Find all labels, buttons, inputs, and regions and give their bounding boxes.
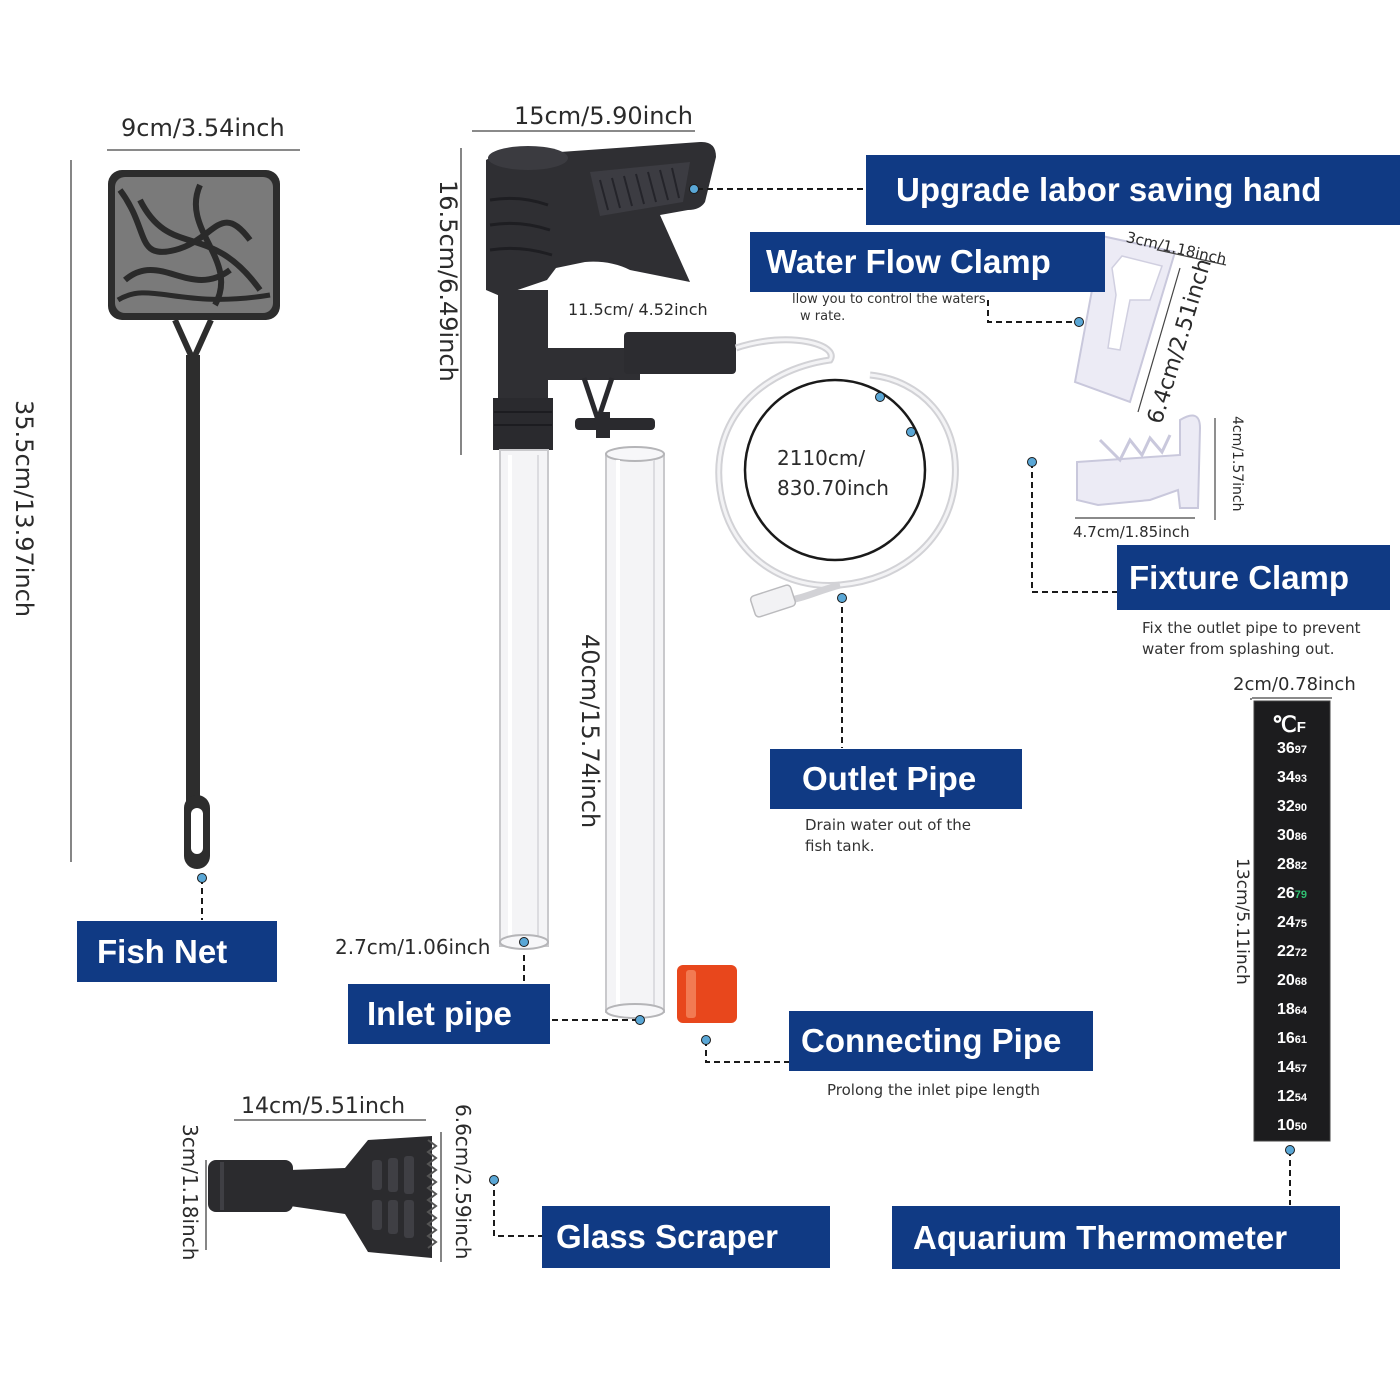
- outlet-pipe-label: Outlet Pipe: [770, 749, 1022, 809]
- fahrenheit-value: 64: [1294, 1005, 1308, 1017]
- thermometer-image: [1250, 697, 1332, 1142]
- celsius-value: 26: [1277, 885, 1295, 902]
- fixture-clamp-width-dim: 4.7cm/1.85inch: [1073, 523, 1190, 541]
- fahrenheit-value: 79: [1294, 889, 1308, 901]
- hose-length-line2: 830.70inch: [777, 476, 889, 500]
- glass-scraper-label: Glass Scraper: [542, 1206, 830, 1268]
- connecting-pipe-desc: Prolong the inlet pipe length: [827, 1081, 1041, 1099]
- fahrenheit-unit: F: [1296, 719, 1306, 736]
- thermometer-scale-row: 2272: [1277, 943, 1307, 961]
- celsius-unit: ℃: [1272, 712, 1297, 737]
- fahrenheit-value: 93: [1294, 773, 1308, 785]
- glass-scraper-label-text: Glass Scraper: [556, 1218, 778, 1255]
- water-flow-clamp-label: Water Flow Clamp: [750, 232, 1105, 292]
- celsius-value: 12: [1277, 1088, 1295, 1105]
- inlet-pipe-label: Inlet pipe: [348, 984, 550, 1044]
- thermometer-scale-row: 2068: [1277, 972, 1307, 990]
- fixture-clamp-desc-2: water from splashing out.: [1142, 640, 1335, 658]
- upgrade-hand-label: Upgrade labor saving hand: [866, 155, 1400, 225]
- fish-net-label-text: Fish Net: [97, 932, 228, 970]
- handle-height-dim: 16.5cm/6.49inch: [434, 180, 462, 382]
- outlet-pipe-label-text: Outlet Pipe: [802, 760, 977, 797]
- thermometer-label: Aquarium Thermometer: [892, 1206, 1340, 1269]
- thermometer-scale-row: 1254: [1277, 1088, 1307, 1106]
- inlet-length-dim: 40cm/15.74inch: [576, 634, 604, 829]
- fahrenheit-value: 90: [1294, 802, 1308, 814]
- celsius-value: 14: [1277, 1059, 1295, 1076]
- glass-scraper-handle-dim: 3cm/1.18inch: [178, 1124, 202, 1261]
- water-flow-clamp-label-text: Water Flow Clamp: [766, 243, 1051, 280]
- thermometer-scale-row: 2475: [1277, 914, 1307, 932]
- fahrenheit-value: 72: [1294, 947, 1308, 959]
- celsius-value: 16: [1277, 1030, 1295, 1047]
- connecting-pipe-label: Connecting Pipe: [789, 1011, 1093, 1071]
- celsius-value: 22: [1277, 943, 1295, 960]
- fixture-clamp-height-dim: 4cm/1.57inch: [1229, 416, 1245, 512]
- fahrenheit-value: 86: [1294, 831, 1308, 843]
- fahrenheit-value: 57: [1294, 1063, 1308, 1075]
- fixture-clamp-desc-1: Fix the outlet pipe to prevent: [1142, 619, 1361, 637]
- thermometer-scale-row: 1661: [1277, 1030, 1307, 1048]
- fahrenheit-value: 50: [1294, 1121, 1308, 1133]
- inlet-diameter-dim: 2.7cm/1.06inch: [335, 935, 491, 959]
- fixture-clamp-label-text: Fixture Clamp: [1129, 558, 1350, 596]
- fixture-clamp-label: Fixture Clamp: [1117, 545, 1390, 610]
- celsius-value: 18: [1277, 1001, 1295, 1018]
- glass-scraper-head-dim: 6.6cm/2.59inch: [451, 1104, 475, 1260]
- celsius-value: 30: [1277, 827, 1295, 844]
- inlet-pipe-label-text: Inlet pipe: [367, 995, 512, 1032]
- thermometer-scale-row: 2882: [1277, 856, 1307, 874]
- connector-lines: [201, 188, 1291, 1237]
- fahrenheit-value: 97: [1294, 744, 1308, 756]
- fixture-clamp-image: [1075, 414, 1216, 520]
- celsius-value: 28: [1277, 856, 1295, 873]
- outlet-pipe-desc-2: fish tank.: [805, 837, 875, 855]
- upgrade-hand-label-text: Upgrade labor saving hand: [896, 171, 1322, 208]
- outlet-nozzle-dim: 11.5cm/ 4.52inch: [568, 300, 708, 319]
- thermometer-label-text: Aquarium Thermometer: [913, 1218, 1288, 1256]
- thermometer-scale-row: 3086: [1277, 827, 1307, 845]
- thermometer-scale-row: 3493: [1277, 769, 1307, 787]
- thermometer-width-dim: 2cm/0.78inch: [1233, 674, 1356, 695]
- fahrenheit-value: 68: [1294, 976, 1308, 988]
- handle-width-dim: 15cm/5.90inch: [514, 102, 693, 130]
- hose-length-line1: 2110cm/: [777, 446, 866, 470]
- thermometer-scale-row: 3290: [1277, 798, 1307, 816]
- thermometer-unit-label: ℃F: [1272, 712, 1306, 738]
- glass-scraper-width-dim: 14cm/5.51inch: [241, 1094, 406, 1119]
- celsius-value: 10: [1277, 1117, 1295, 1134]
- thermometer-scale-row: 1457: [1277, 1059, 1307, 1077]
- fahrenheit-value: 75: [1294, 918, 1308, 930]
- fish-net-width-dim: 9cm/3.54inch: [121, 114, 285, 142]
- thermometer-length-dim: 13cm/5.11inch: [1232, 858, 1252, 985]
- fahrenheit-value: 54: [1294, 1092, 1308, 1104]
- celsius-value: 32: [1277, 798, 1295, 815]
- thermometer-scale-row: 2679: [1277, 885, 1307, 903]
- fahrenheit-value: 61: [1294, 1034, 1308, 1046]
- fish-net-label: Fish Net: [77, 921, 277, 982]
- thermometer-scale-row: 3697: [1277, 740, 1307, 758]
- fish-net-length-dim: 35.5cm/13.97inch: [10, 400, 38, 618]
- siphon-image: [460, 130, 959, 1023]
- glass-scraper-image: [205, 1119, 442, 1262]
- thermometer-scale-row: 1050: [1277, 1117, 1307, 1135]
- connecting-pipe-label-text: Connecting Pipe: [801, 1022, 1062, 1059]
- fahrenheit-value: 82: [1294, 860, 1308, 872]
- thermometer-scale-row: 1864: [1277, 1001, 1307, 1019]
- celsius-value: 34: [1277, 769, 1295, 786]
- water-flow-clamp-desc-1: llow you to control the waters: [792, 292, 986, 307]
- celsius-value: 36: [1277, 740, 1295, 757]
- outlet-pipe-desc-1: Drain water out of the: [805, 816, 972, 834]
- fish-net-image: [70, 149, 300, 869]
- water-flow-clamp-desc-2: w rate.: [800, 309, 846, 324]
- celsius-value: 24: [1277, 914, 1295, 931]
- connector-dots: [197, 184, 1295, 1185]
- celsius-value: 20: [1277, 972, 1295, 989]
